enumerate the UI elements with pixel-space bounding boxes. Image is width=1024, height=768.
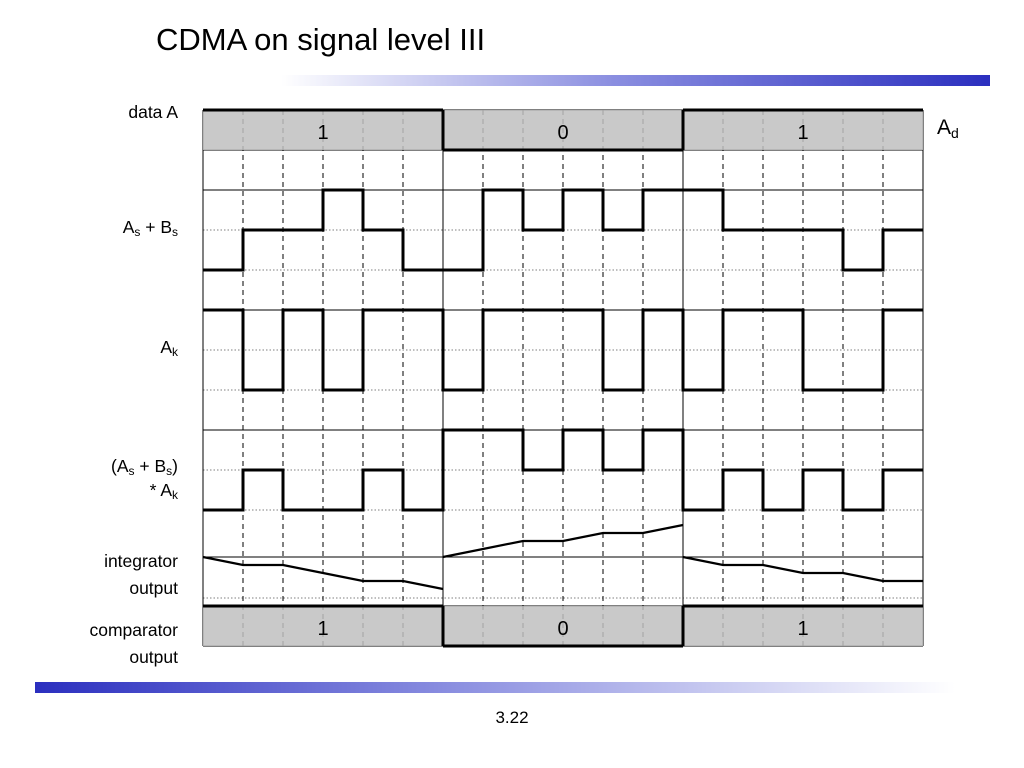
label-as-plus-bs: As + Bs bbox=[122, 217, 178, 239]
slide-title: CDMA on signal level III bbox=[156, 22, 486, 57]
signal-rows-layer bbox=[202, 108, 923, 648]
label-integrator-line2: output bbox=[129, 578, 178, 598]
bit-labels-layer: 1 0 1 1 0 1 bbox=[317, 122, 808, 640]
data-a-bit-cell bbox=[443, 110, 683, 150]
integrator-output-segment bbox=[202, 555, 444, 591]
footer-bar bbox=[35, 682, 955, 693]
product-waveform bbox=[203, 428, 923, 512]
label-product-line1: (As + Bs) bbox=[111, 456, 178, 478]
label-product-line2: * Ak bbox=[149, 480, 178, 502]
integrator-output-segment bbox=[442, 523, 684, 559]
comparator-output-bit-cell bbox=[203, 606, 443, 646]
label-data-a: data A bbox=[128, 102, 178, 122]
data-a-bit-cell bbox=[203, 110, 443, 150]
data-a-bit-label: 1 bbox=[317, 122, 328, 144]
comparator-output-bit-label: 1 bbox=[317, 618, 328, 640]
title-underline-bar bbox=[156, 75, 990, 86]
label-comparator-line1: comparator bbox=[89, 620, 178, 640]
ak-waveform bbox=[203, 308, 923, 392]
data-a-bit-label: 0 bbox=[557, 122, 568, 144]
data-a-bit-cell bbox=[683, 110, 923, 150]
comparator-output-bit-label: 0 bbox=[557, 618, 568, 640]
page-number: 3.22 bbox=[495, 708, 529, 727]
data-a-bit-label: 1 bbox=[797, 122, 808, 144]
label-ad: Ad bbox=[937, 116, 959, 141]
label-ak: Ak bbox=[160, 337, 178, 359]
label-comparator-line2: output bbox=[129, 647, 178, 667]
integrator-output-segment bbox=[682, 555, 923, 583]
comparator-output-bit-cell bbox=[683, 606, 923, 646]
comparator-output-bit-label: 1 bbox=[797, 618, 808, 640]
as-plus-bs-waveform bbox=[203, 188, 923, 272]
comparator-output-bit-cell bbox=[443, 606, 683, 646]
label-integrator-line1: integrator bbox=[104, 551, 178, 571]
